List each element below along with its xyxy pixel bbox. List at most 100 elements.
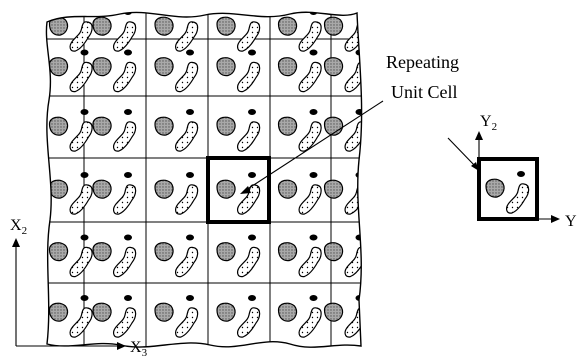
void-dot <box>186 172 194 178</box>
composite-panel <box>45 11 363 348</box>
fiber-inclusion <box>506 183 530 214</box>
fiber-inclusion <box>237 21 261 52</box>
fiber-inclusion <box>298 246 322 278</box>
void-dot <box>248 172 256 178</box>
void-dot <box>186 234 194 241</box>
unit-cell-inclusions <box>485 171 530 214</box>
particle-inclusion <box>48 242 69 262</box>
fiber-inclusion <box>237 307 261 338</box>
void-dot <box>248 234 256 241</box>
y-axis-arrowhead <box>551 215 560 223</box>
fiber-inclusion <box>113 307 137 338</box>
void-dot <box>248 49 256 56</box>
y2-axis-label: Y2 <box>480 113 497 133</box>
fiber-inclusion <box>298 307 322 338</box>
fiber-inclusion <box>344 121 362 152</box>
particle-inclusion <box>323 16 344 36</box>
fiber-inclusion <box>344 246 362 278</box>
particle-inclusion <box>216 116 236 136</box>
particle-inclusion <box>48 57 69 77</box>
particle-inclusion <box>323 242 344 262</box>
particle-inclusion <box>154 16 174 36</box>
void-dot <box>80 234 89 241</box>
void-dot <box>186 12 194 15</box>
void-dot <box>80 172 89 178</box>
void-dot <box>248 109 256 115</box>
fiber-inclusion <box>344 61 362 93</box>
particle-inclusion <box>92 242 112 262</box>
particle-inclusion <box>92 57 112 77</box>
particle-inclusion <box>154 302 174 322</box>
void-dot <box>80 295 89 301</box>
fiber-inclusion <box>298 21 322 52</box>
fiber-inclusion <box>175 121 199 152</box>
void-dot <box>80 49 89 56</box>
fiber-inclusion <box>175 184 199 215</box>
void-dot <box>186 295 194 301</box>
void-dot <box>124 109 132 115</box>
void-dot <box>309 49 318 56</box>
particle-inclusion <box>154 116 174 136</box>
fiber-inclusion <box>113 246 137 278</box>
callout-label-line1: Repeating <box>386 52 459 72</box>
particle-inclusion <box>92 16 112 36</box>
fiber-inclusion <box>175 246 199 278</box>
callout-label-line2: Unit Cell <box>391 82 458 102</box>
particle-inclusion <box>323 302 344 322</box>
fiber-inclusion <box>175 307 199 338</box>
x3-axis-label: X3 <box>130 339 148 359</box>
particle-inclusion <box>277 116 298 136</box>
particle-inclusion <box>323 57 344 77</box>
particle-inclusion <box>277 242 298 262</box>
particle-inclusion <box>277 302 298 322</box>
fiber-inclusion <box>298 121 322 152</box>
void-dot <box>186 109 194 115</box>
standalone-unit-cell: Y2 Y <box>475 113 577 230</box>
fiber-inclusion <box>344 21 362 52</box>
fiber-inclusion <box>113 21 137 52</box>
fiber-inclusion <box>113 121 137 152</box>
fiber-inclusion <box>344 184 362 215</box>
particle-inclusion <box>216 57 236 77</box>
fiber-inclusion <box>237 121 261 152</box>
callout-arrow <box>245 100 384 191</box>
particle-inclusion <box>154 179 174 199</box>
void-dot <box>186 49 194 56</box>
fiber-inclusion <box>344 307 362 338</box>
particle-inclusion <box>92 116 112 136</box>
void-dot <box>248 295 256 301</box>
unit-cell-callout: Repeating Unit Cell <box>240 52 459 194</box>
fiber-inclusion <box>175 21 199 52</box>
global-axes: X2 X3 <box>10 217 148 359</box>
particle-inclusion <box>277 16 298 36</box>
fiber-inclusion <box>69 121 93 152</box>
callout-arrowhead <box>240 186 251 194</box>
fiber-inclusion <box>69 307 93 338</box>
void-dot <box>80 12 89 15</box>
particle-inclusion <box>92 179 112 199</box>
fiber-inclusion <box>113 184 137 215</box>
particle-inclusion <box>154 57 174 77</box>
fiber-inclusion <box>175 61 199 93</box>
particle-inclusion <box>216 16 236 36</box>
void-dot <box>355 172 362 178</box>
x2-axis-label: X2 <box>10 217 27 237</box>
particle-inclusion <box>277 57 298 77</box>
void-dot <box>124 295 132 301</box>
void-dot <box>124 49 132 56</box>
void-dot <box>309 295 318 301</box>
particle-inclusion <box>216 302 236 322</box>
highlighted-unit-cell <box>206 156 271 224</box>
y2-axis-arrowhead <box>475 131 483 140</box>
void-dot <box>309 109 318 115</box>
y-axis-label: Y <box>565 213 577 230</box>
particle-inclusion <box>48 302 69 322</box>
fiber-inclusion <box>69 21 93 52</box>
void-dot <box>124 172 132 178</box>
void-dot <box>309 172 318 178</box>
void-dot <box>80 109 89 115</box>
fiber-inclusion <box>69 184 93 215</box>
x3-axis-arrowhead <box>117 342 126 350</box>
particle-inclusion <box>154 242 174 262</box>
particle-inclusion <box>277 179 298 199</box>
